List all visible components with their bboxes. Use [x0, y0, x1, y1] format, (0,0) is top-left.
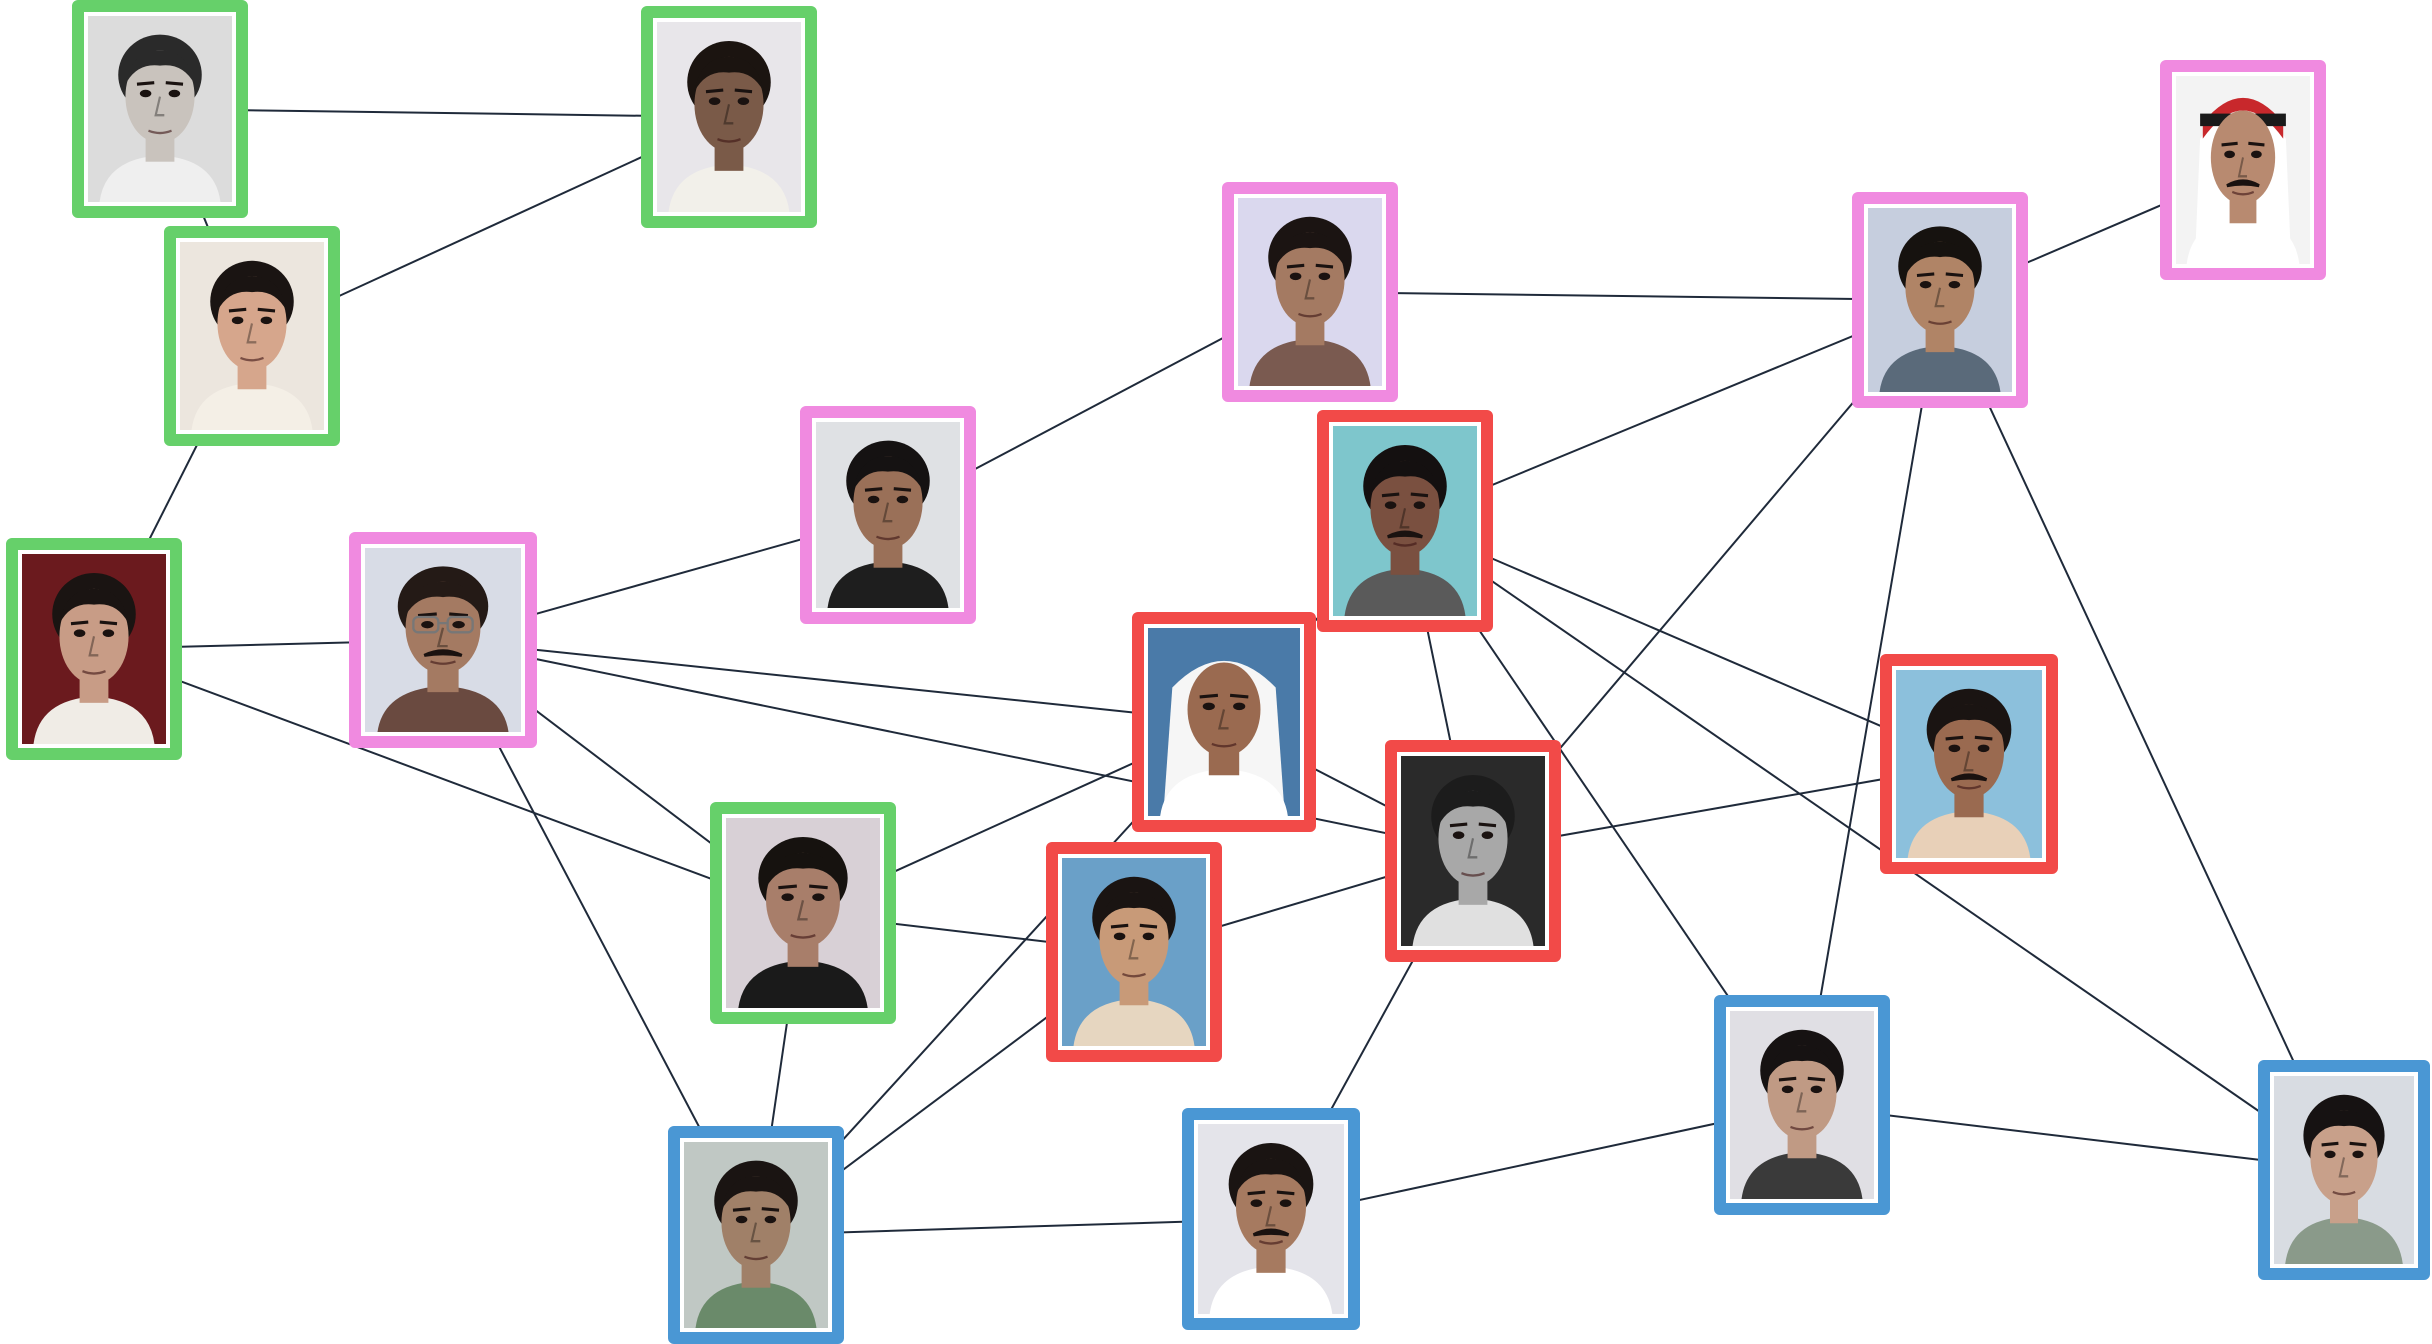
edge-n04-n15 — [93, 648, 804, 914]
node-photo — [2274, 1076, 2414, 1264]
node-n10 — [1317, 410, 1493, 632]
node-n12 — [1880, 654, 2058, 874]
node-photo — [365, 548, 521, 732]
edge-n08-n19 — [1939, 299, 2345, 1171]
portrait-image — [365, 548, 521, 732]
node-photo — [1333, 426, 1477, 616]
node-n04 — [6, 538, 182, 760]
node-n01 — [72, 0, 248, 218]
node-photo — [1062, 858, 1206, 1046]
portrait-image — [2176, 76, 2310, 264]
node-n11 — [1132, 612, 1316, 832]
node-n15 — [710, 802, 896, 1024]
node-photo — [657, 22, 801, 212]
portrait-image — [1148, 628, 1300, 816]
node-n17 — [1182, 1108, 1360, 1330]
node-photo — [1401, 756, 1545, 946]
node-photo — [2176, 76, 2310, 264]
portrait-image — [1730, 1011, 1874, 1199]
node-n07 — [1222, 182, 1398, 402]
node-photo — [684, 1142, 828, 1328]
node-photo — [1730, 1011, 1874, 1199]
node-photo — [1868, 208, 2012, 392]
edge-n07-n08 — [1309, 291, 1941, 301]
edge-n01-n02 — [159, 108, 730, 118]
edge-n08-n10 — [1404, 299, 1941, 522]
node-photo — [1896, 670, 2042, 858]
portrait-image — [1896, 670, 2042, 858]
node-photo — [88, 16, 232, 202]
portrait-image — [88, 16, 232, 202]
edge-n10-n12 — [1404, 520, 1970, 765]
portrait-image — [1333, 426, 1477, 616]
portrait-image — [657, 22, 801, 212]
node-n03 — [164, 226, 340, 446]
node-n16 — [668, 1126, 844, 1344]
portrait-image — [1198, 1124, 1344, 1314]
node-n02 — [641, 6, 817, 228]
node-n09 — [2160, 60, 2326, 280]
node-photo — [726, 818, 880, 1008]
portrait-image — [684, 1142, 828, 1328]
node-n18 — [1714, 995, 1890, 1215]
node-n06 — [800, 406, 976, 624]
node-n08 — [1852, 192, 2028, 408]
edge-n18-n19 — [1801, 1104, 2345, 1171]
node-n05 — [349, 532, 537, 748]
edge-n08-n18 — [1801, 299, 1941, 1106]
edge-n10-n19 — [1404, 520, 2345, 1171]
node-n13 — [1385, 740, 1561, 962]
node-photo — [1198, 1124, 1344, 1314]
portrait-image — [22, 554, 166, 744]
node-photo — [816, 422, 960, 608]
portrait-image — [1868, 208, 2012, 392]
portrait-image — [816, 422, 960, 608]
node-n14 — [1046, 842, 1222, 1062]
portrait-image — [726, 818, 880, 1008]
portrait-image — [2274, 1076, 2414, 1264]
node-photo — [1148, 628, 1300, 816]
portrait-image — [180, 242, 324, 430]
node-photo — [22, 554, 166, 744]
node-photo — [180, 242, 324, 430]
edge-n05-n13 — [442, 639, 1474, 852]
portrait-image — [1062, 858, 1206, 1046]
edge-n05-n11 — [442, 639, 1225, 723]
portrait-image — [1238, 198, 1382, 386]
portrait-image — [1401, 756, 1545, 946]
node-n19 — [2258, 1060, 2430, 1280]
node-photo — [1238, 198, 1382, 386]
